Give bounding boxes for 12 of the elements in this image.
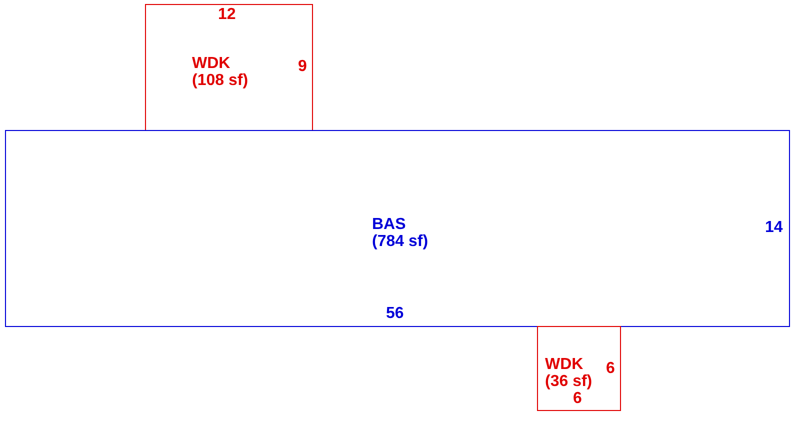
dimension-label: 12 [218, 6, 236, 23]
room-outline [145, 4, 313, 131]
area-label: WDK (36 sf) [545, 356, 594, 390]
room-outline [537, 326, 621, 411]
dimension-label: 6 [573, 390, 582, 407]
dimension-label: 14 [765, 219, 783, 236]
room-outline [5, 130, 790, 327]
area-label: WDK (108 sf) [192, 55, 250, 89]
area-label: BAS (784 sf) [372, 216, 430, 250]
dimension-label: 56 [386, 305, 404, 322]
dimension-label: 6 [606, 360, 615, 377]
dimension-label: 9 [298, 58, 307, 75]
